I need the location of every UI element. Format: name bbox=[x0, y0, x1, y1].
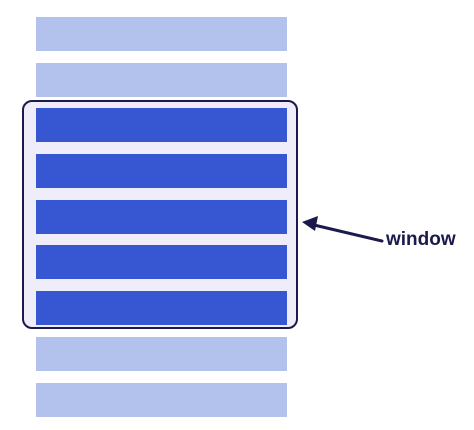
row-inside-window bbox=[36, 291, 287, 325]
row-inside-window bbox=[36, 154, 287, 188]
window-label: window bbox=[386, 229, 456, 250]
row-outside-window bbox=[36, 383, 287, 417]
row-outside-window bbox=[36, 337, 287, 371]
row-inside-window bbox=[36, 108, 287, 142]
row-inside-window bbox=[36, 245, 287, 279]
row-inside-window bbox=[36, 200, 287, 234]
row-outside-window bbox=[36, 63, 287, 97]
row-outside-window bbox=[36, 17, 287, 51]
